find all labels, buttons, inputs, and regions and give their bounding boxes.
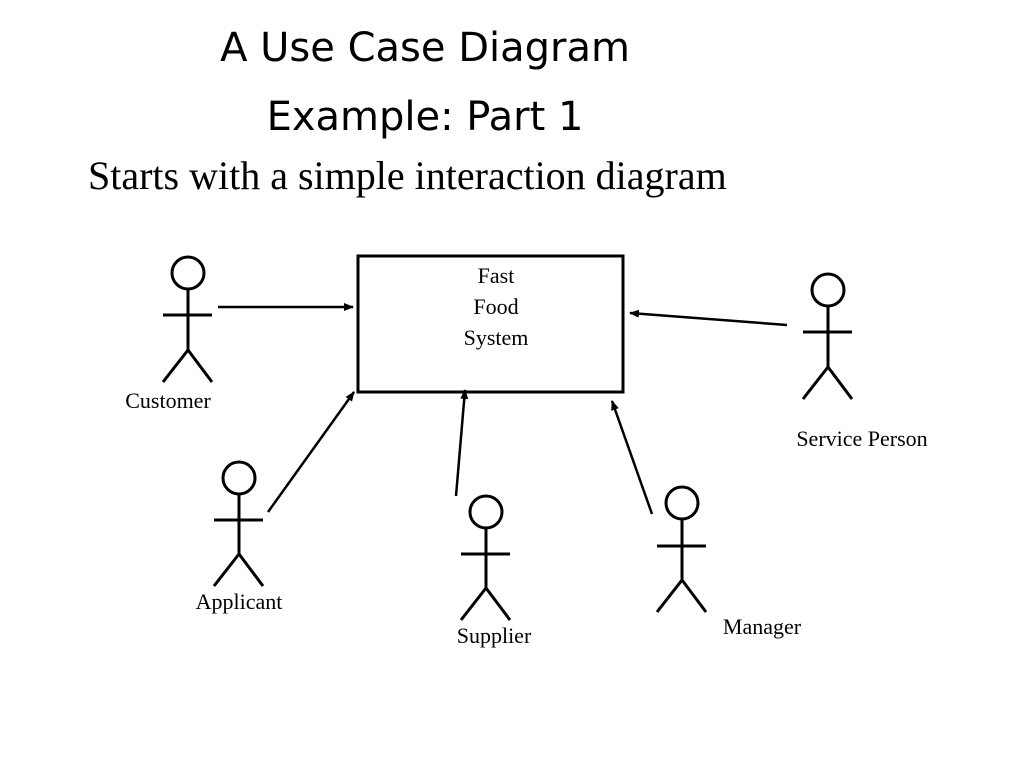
arrow-service-person-to-system: [629, 309, 788, 327]
arrow-supplier-to-system: [454, 389, 469, 497]
actor-head-icon: [468, 494, 504, 530]
system-label-line-1: Fast: [478, 263, 515, 288]
actor-label-supplier: Supplier: [457, 623, 532, 648]
actor-customer: [161, 255, 214, 383]
slide-title-line-1: A Use Case Diagram: [220, 25, 630, 71]
actor-head-icon: [170, 255, 206, 291]
actor-manager: [655, 485, 708, 613]
actor-supplier: [459, 494, 512, 621]
arrow-manager-to-system: [610, 400, 654, 515]
slide-subtitle: Starts with a simple interaction diagram: [88, 153, 727, 198]
fast-food-system-box: Fast Food System: [356, 254, 625, 394]
arrow-applicant-to-system: [266, 391, 356, 513]
actor-head-icon: [810, 272, 846, 308]
actor-head-icon: [221, 460, 257, 496]
system-label-line-2: Food: [473, 294, 518, 319]
actor-label-applicant: Applicant: [196, 589, 283, 614]
system-label-line-3: System: [464, 325, 529, 350]
actor-service-person: [801, 272, 854, 400]
actor-label-manager: Manager: [723, 614, 802, 639]
actor-label-service-person: Service Person: [796, 426, 927, 451]
actor-label-customer: Customer: [125, 388, 211, 413]
slide-title-line-2: Example: Part 1: [266, 94, 584, 140]
actor-head-icon: [664, 485, 700, 521]
actor-applicant: [212, 460, 265, 587]
